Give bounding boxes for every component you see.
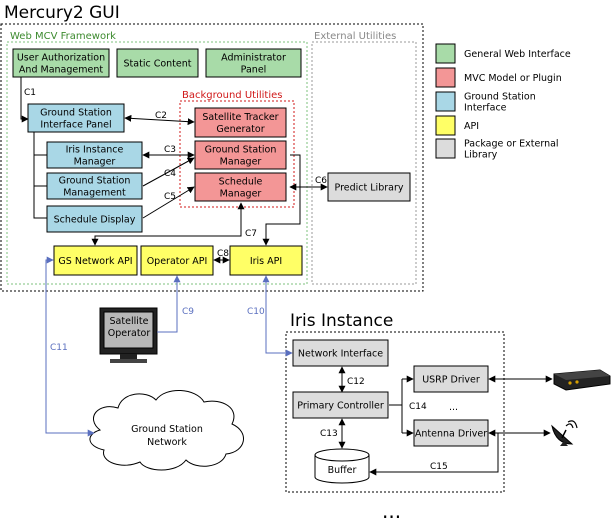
legend-swatch-3 bbox=[435, 91, 456, 112]
connector-c10: C10 bbox=[247, 307, 265, 317]
sat-tracker-label-1: Satellite Tracker bbox=[202, 112, 278, 123]
iris-instance-title: Iris Instance bbox=[290, 311, 393, 331]
connector-lines bbox=[20, 77, 553, 476]
antenna-driver-label-1: Antenna Driver bbox=[415, 429, 487, 440]
gs-network-api-label-1: GS Network API bbox=[58, 256, 132, 267]
diagram-title: Mercury2 GUI bbox=[4, 3, 120, 23]
legend-swatch-4 bbox=[435, 115, 456, 136]
gs-interface-label-1: Ground Station bbox=[40, 108, 112, 119]
gs-network-cloud-line2: Network bbox=[147, 437, 187, 448]
gs-interface-label-2: Interface Panel bbox=[40, 120, 111, 131]
satellite-operator-line1: Satellite bbox=[110, 316, 149, 327]
connector-c1: C1 bbox=[24, 88, 36, 98]
operator-api-label-1: Operator API bbox=[147, 256, 208, 267]
antenna-dish-icon bbox=[551, 420, 578, 446]
web-mcv-frame bbox=[6, 41, 308, 285]
connector-c5: C5 bbox=[164, 192, 176, 202]
connector-c8: C8 bbox=[217, 249, 229, 259]
admin-panel-label-1: Administrator bbox=[221, 53, 286, 64]
schedule-manager-label-2: Manager bbox=[220, 189, 262, 200]
connector-c14: C14 bbox=[409, 402, 427, 412]
predict-library-label-1: Predict Library bbox=[335, 183, 404, 194]
user-auth-label-1: User Authorization bbox=[17, 53, 105, 64]
iris-instance-frame bbox=[285, 331, 505, 493]
gs-manager-label-2: Manager bbox=[220, 157, 262, 168]
buffer-cylinder bbox=[314, 448, 370, 484]
schedule-display-label-1: Schedule Display bbox=[54, 215, 136, 226]
network-lines bbox=[45, 256, 293, 437]
legend-swatch-1 bbox=[435, 43, 456, 64]
connector-c2: C2 bbox=[155, 111, 167, 121]
iris-api-label-1: Iris API bbox=[250, 256, 282, 267]
admin-panel-label-2: Panel bbox=[241, 65, 267, 76]
external-utilities-frame bbox=[311, 41, 417, 285]
static-content-box: Static Content bbox=[116, 48, 199, 78]
drivers-ellipsis: ... bbox=[449, 402, 458, 413]
legend-label-5-1: Package or External bbox=[464, 139, 559, 150]
external-utilities-label: External Utilities bbox=[314, 31, 396, 42]
legend-label-2-1: MVC Model or Plugin bbox=[464, 73, 562, 84]
connector-c13: C13 bbox=[320, 429, 338, 439]
schedule-display-box: Schedule Display bbox=[46, 205, 143, 233]
connector-c6: C6 bbox=[315, 176, 327, 186]
legend-label-3-1: Ground Station bbox=[464, 92, 536, 103]
gs-network-api-box: GS Network API bbox=[53, 245, 138, 276]
primary-controller-box: Primary Controller bbox=[292, 391, 389, 419]
gs-management-label-1: Ground Station bbox=[59, 176, 131, 187]
usrp-driver-label-1: USRP Driver bbox=[422, 375, 480, 386]
monitor-icon bbox=[99, 307, 158, 363]
usrp-device-icon bbox=[553, 369, 611, 391]
network-interface-box: Network Interface bbox=[292, 339, 389, 367]
connector-c11: C11 bbox=[50, 343, 68, 353]
buffer-label: Buffer bbox=[328, 465, 357, 476]
predict-library-box: Predict Library bbox=[327, 172, 411, 202]
iris-manager-label-1: Iris Instance bbox=[66, 145, 124, 156]
sat-tracker-label-2: Generator bbox=[216, 124, 264, 135]
legend-label-5-2: Library bbox=[464, 150, 498, 161]
usrp-driver-box: USRP Driver bbox=[413, 365, 489, 393]
antenna-driver-box: Antenna Driver bbox=[413, 419, 489, 447]
legend-swatch-2 bbox=[435, 67, 456, 88]
background-utilities-label: Background Utilities bbox=[182, 90, 282, 101]
connector-c15: C15 bbox=[430, 462, 448, 472]
gs-manager-label-1: Ground Station bbox=[205, 145, 277, 156]
connector-c12: C12 bbox=[347, 377, 365, 387]
static-content-label-1: Static Content bbox=[124, 59, 192, 70]
schedule-manager-label-1: Schedule bbox=[219, 177, 263, 188]
legend-label-1-1: General Web Interface bbox=[464, 49, 571, 60]
iris-manager-label-2: Manager bbox=[74, 157, 116, 168]
primary-controller-label-1: Primary Controller bbox=[297, 401, 384, 412]
connector-c7: C7 bbox=[245, 229, 257, 239]
legend-label-4-1: API bbox=[464, 121, 479, 132]
satellite-operator-line2: Operator bbox=[108, 328, 151, 339]
mercury2-gui-frame bbox=[0, 23, 424, 292]
connector-c9: C9 bbox=[182, 307, 194, 317]
operator-api-box: Operator API bbox=[140, 245, 214, 276]
web-mcv-label: Web MCV Framework bbox=[10, 31, 116, 42]
cloud-shape bbox=[89, 390, 244, 471]
connector-c4: C4 bbox=[164, 169, 176, 179]
legend-swatch-5 bbox=[435, 138, 456, 159]
user-auth-label-2: And Management bbox=[19, 65, 103, 76]
gs-network-cloud-line1: Ground Station bbox=[131, 424, 203, 435]
legend-label-3-2: Interface bbox=[464, 103, 507, 114]
gs-management-label-2: Management bbox=[63, 188, 126, 199]
more-instances-ellipsis: ... bbox=[382, 499, 401, 520]
network-interface-label-1: Network Interface bbox=[298, 349, 383, 360]
iris-api-box: Iris API bbox=[229, 245, 303, 276]
connector-c3: C3 bbox=[164, 145, 176, 155]
